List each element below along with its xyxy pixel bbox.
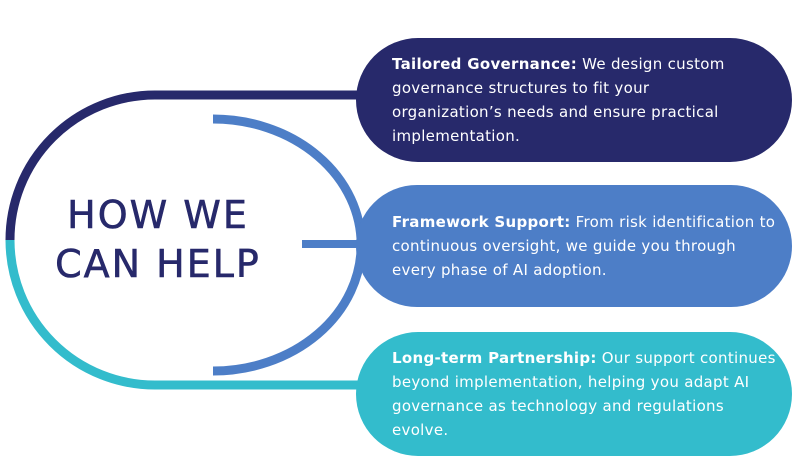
framework-support-text: Framework Support: From risk identificat…: [392, 210, 780, 282]
tailored-governance-description: We design custom governance structures t…: [392, 55, 725, 145]
teal-arc: [5, 239, 360, 390]
headline-line-1: HOW WE: [67, 193, 249, 238]
tailored-governance-title: Tailored Governance:: [392, 55, 578, 73]
headline-line-2: CAN HELP: [55, 242, 261, 287]
navy-arc: [5, 90, 360, 241]
framework-support-card: Framework Support: From risk identificat…: [356, 185, 792, 307]
long-term-partnership-title: Long-term Partnership:: [392, 349, 597, 367]
tailored-governance-card: Tailored Governance: We design custom go…: [356, 38, 792, 162]
framework-support-title: Framework Support:: [392, 213, 571, 231]
tailored-governance-text: Tailored Governance: We design custom go…: [392, 52, 762, 148]
long-term-partnership-text: Long-term Partnership: Our support conti…: [392, 346, 780, 442]
framework-support-description: From risk identification to continuous o…: [392, 213, 776, 279]
long-term-partnership-card: Long-term Partnership: Our support conti…: [356, 332, 792, 456]
long-term-partnership-description: Our support continues beyond implementat…: [392, 349, 776, 439]
